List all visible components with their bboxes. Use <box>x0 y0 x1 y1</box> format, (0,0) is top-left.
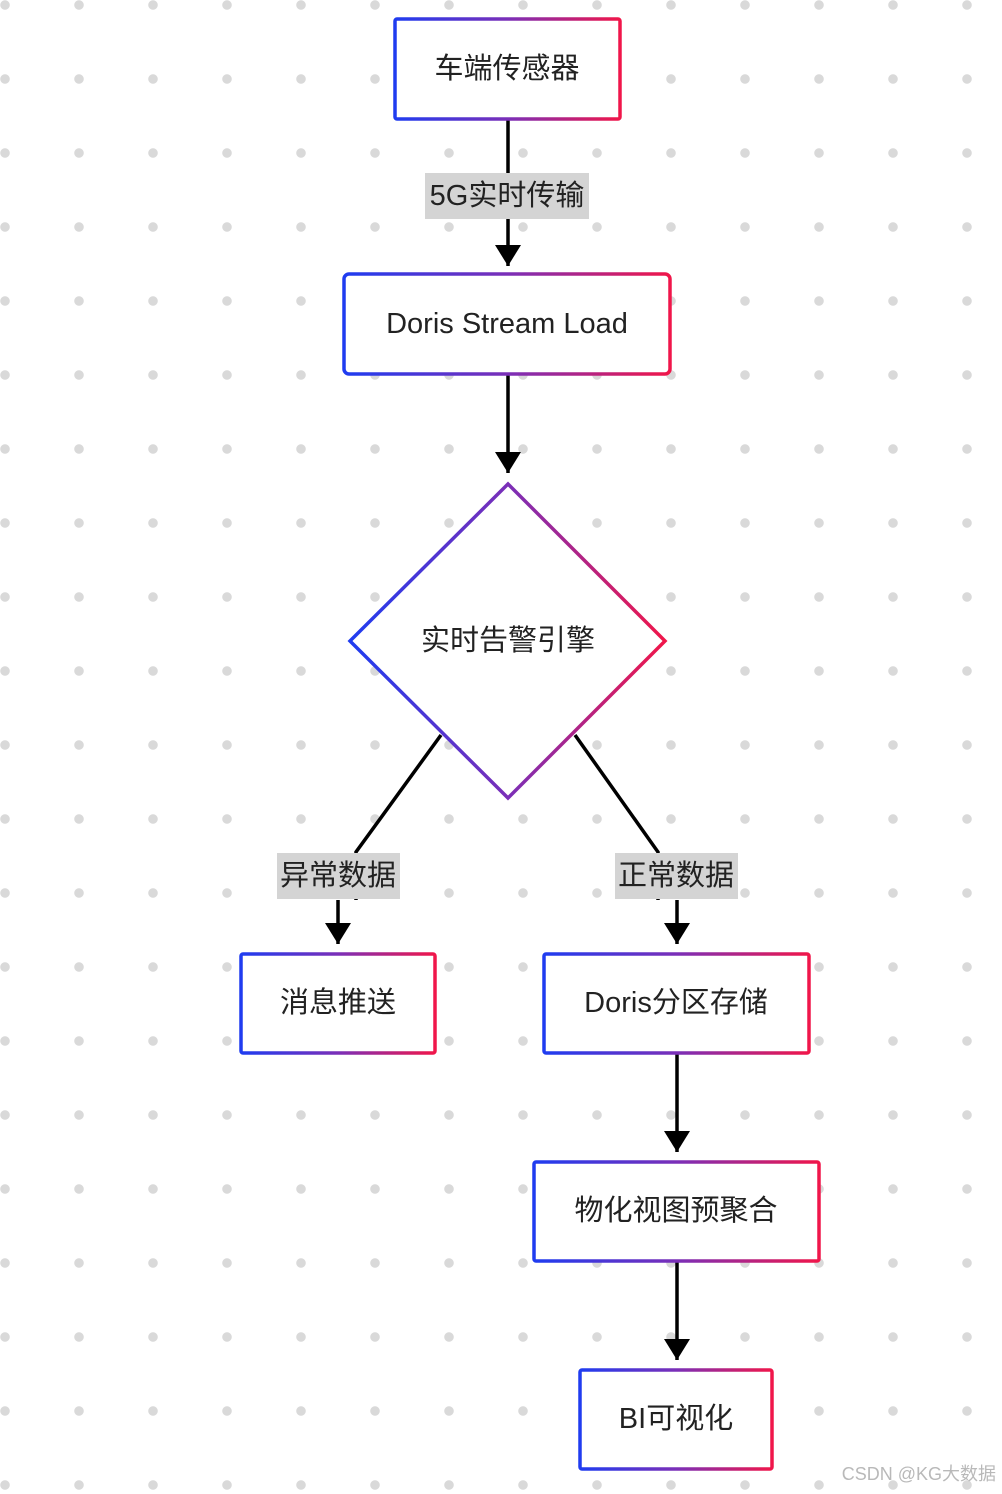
edge-normal-arrowhead <box>664 923 690 944</box>
node-alert-engine[interactable]: 实时告警引擎 <box>347 481 668 801</box>
node-sensor[interactable]: 车端传感器 <box>393 17 622 121</box>
edge-mv-arrowhead <box>664 1339 690 1360</box>
watermark: CSDN @KG大数据 <box>841 1464 996 1484</box>
node-sensor-label: 车端传感器 <box>434 52 579 85</box>
node-stream-load-label: Doris Stream Load <box>386 308 628 340</box>
edge-sensor-arrowhead <box>495 245 521 266</box>
node-bi-visualization[interactable]: BI可视化 <box>578 1368 774 1471</box>
node-message-push-label: 消息推送 <box>280 986 396 1019</box>
node-mv-preagg[interactable]: 物化视图预聚合 <box>532 1160 821 1263</box>
edge-label-abnormal-text: 异常数据 <box>280 859 396 892</box>
node-stream-load[interactable]: Doris Stream Load <box>342 272 672 376</box>
edge-stream-load-arrowhead <box>495 452 521 473</box>
edge-label-normal-text: 正常数据 <box>618 859 734 892</box>
edges <box>325 120 690 1360</box>
edge-label-abnormal: 异常数据 <box>277 853 400 899</box>
node-alert-engine-label: 实时告警引擎 <box>421 624 595 657</box>
node-bi-visualization-label: BI可视化 <box>619 1402 733 1435</box>
node-partition-storage[interactable]: Doris分区存储 <box>542 952 811 1055</box>
edge-partition-arrowhead <box>664 1131 690 1152</box>
edge-label-normal: 正常数据 <box>615 853 738 899</box>
node-message-push[interactable]: 消息推送 <box>239 952 437 1055</box>
node-partition-storage-label: Doris分区存储 <box>584 986 768 1019</box>
edge-label-5g-text: 5G实时传输 <box>430 179 585 212</box>
edge-alert-to-message-push <box>336 733 443 944</box>
edge-alert-to-partition-storage <box>573 733 679 944</box>
edge-label-5g: 5G实时传输 <box>425 173 589 219</box>
edge-abnormal-arrowhead <box>325 923 351 944</box>
node-mv-preagg-label: 物化视图预聚合 <box>574 1194 777 1227</box>
